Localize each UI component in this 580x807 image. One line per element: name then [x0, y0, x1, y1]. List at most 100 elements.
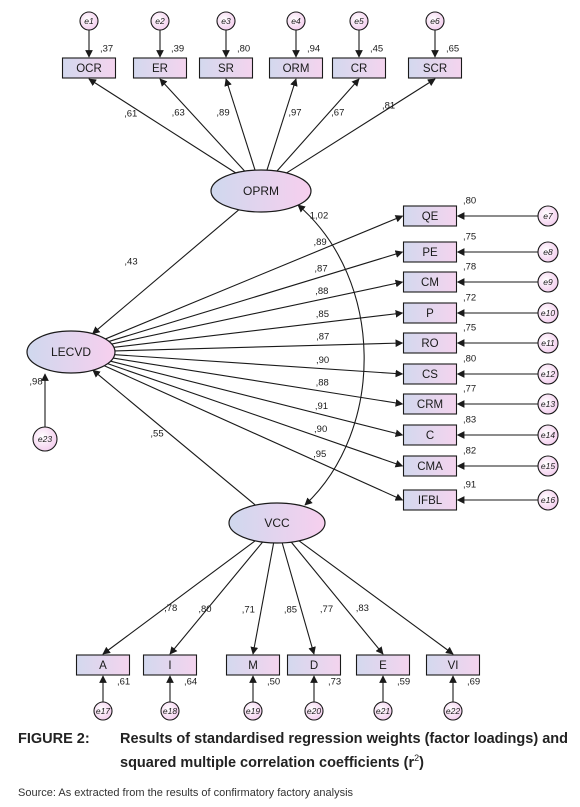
right-ind-p-box [402, 302, 458, 324]
bottom-ind-a-error [93, 701, 113, 721]
figure-label: FIGURE 2: [18, 731, 90, 747]
right-ind-pe-loading: ,87 [314, 264, 327, 275]
right-ind-pe-box [402, 241, 458, 263]
right-ind-pe-box-label: PE [422, 247, 438, 259]
right-ind-cs-loading: ,90 [316, 355, 329, 366]
right-ind-cs-box [402, 363, 458, 385]
bottom-ind-vi-loading: ,83 [356, 603, 369, 614]
right-ind-ifbl-path [104, 365, 404, 501]
top-ind-cr-box [331, 57, 387, 79]
top-ind-sr-box [198, 57, 254, 79]
bottom-ind-m-loading: ,71 [242, 604, 255, 615]
right-ind-p-path [113, 309, 404, 348]
top-ind-scr-path [286, 78, 436, 174]
bottom-ind-i-box [142, 654, 198, 676]
right-ind-ro-error [537, 332, 559, 354]
bottom-ind-m-r2: ,50 [267, 677, 280, 688]
right-ind-ifbl-r2: ,91 [463, 480, 476, 491]
right-ind-c-box-label: C [426, 430, 434, 442]
right-ind-pe-r2: ,75 [463, 232, 476, 243]
top-ind-er-box [132, 57, 188, 79]
top-ind-er-error-label: e2 [155, 16, 165, 26]
latent-vcc-label: VCC [264, 516, 290, 530]
bottom-ind-m-error [243, 701, 263, 721]
top-ind-er-error [150, 11, 170, 31]
right-ind-crm-error [537, 393, 559, 415]
latent-vcc [228, 502, 326, 544]
bottom-ind-i-loading: ,80 [198, 604, 211, 615]
right-ind-cs-path [114, 354, 404, 378]
bottom-ind-d-box [286, 654, 342, 676]
right-ind-qe-error [537, 205, 559, 227]
right-ind-cs-error-label: e12 [541, 369, 555, 379]
top-ind-ocr-error-label: e1 [84, 16, 94, 26]
right-ind-cma-path [107, 363, 404, 468]
bottom-ind-vi-error [443, 701, 463, 721]
lecvd-r2: ,98 [29, 377, 42, 388]
bottom-ind-e-r2: ,59 [397, 677, 410, 688]
figure-title-superscript: 2 [414, 753, 420, 763]
right-ind-ro-error-label: e11 [541, 338, 555, 348]
latent-oprm [210, 169, 312, 213]
bottom-ind-d-path [281, 542, 316, 655]
right-ind-cs-box-label: CS [422, 369, 438, 381]
figure-title-end: ) [419, 754, 424, 771]
bottom-ind-vi-r2: ,69 [467, 677, 480, 688]
top-ind-er-box-label: ER [152, 63, 168, 75]
right-ind-cs-r2: ,80 [463, 354, 476, 365]
top-ind-scr-box-label: SCR [423, 63, 447, 75]
right-ind-c-path [110, 360, 404, 438]
top-ind-ocr-r2: ,37 [100, 44, 113, 55]
bottom-ind-a-box-label: A [99, 660, 107, 672]
bottom-ind-d-loading: ,85 [284, 604, 297, 615]
bottom-ind-e-error [373, 701, 393, 721]
right-ind-pe-error [537, 241, 559, 263]
top-ind-ocr-box-label: OCR [76, 63, 102, 75]
bottom-ind-a-r2: ,61 [117, 677, 130, 688]
right-ind-ro-r2: ,75 [463, 323, 476, 334]
top-ind-ocr-path [88, 78, 236, 174]
right-ind-ifbl-box [402, 489, 458, 511]
top-ind-orm-error-label: e4 [291, 16, 301, 26]
right-ind-p-error [537, 302, 559, 324]
right-ind-ro-loading: ,87 [316, 332, 329, 343]
bottom-ind-vi-box [425, 654, 481, 676]
top-ind-cr-loading: ,67 [331, 108, 344, 119]
oprm-to-lecvd-coefficient: ,43 [124, 257, 137, 268]
top-ind-scr-error [425, 11, 445, 31]
latent-oprm-label: OPRM [243, 184, 279, 198]
bottom-ind-d-error [304, 701, 324, 721]
figure-title: Results of standardised regression weigh… [120, 730, 580, 773]
right-ind-cs-error [537, 363, 559, 385]
oprm-vcc-covariance-value: 1,02 [310, 211, 329, 222]
top-ind-cr-error [349, 11, 369, 31]
bottom-ind-a-path [102, 540, 256, 655]
bottom-ind-e-box [355, 654, 411, 676]
right-ind-c-r2: ,83 [463, 415, 476, 426]
top-ind-ocr-loading: ,61 [124, 108, 137, 119]
bottom-ind-i-box-label: I [168, 660, 171, 672]
top-ind-scr-error-label: e6 [430, 16, 440, 26]
bottom-ind-m-box-label: M [248, 660, 258, 672]
bottom-ind-m-path [250, 542, 275, 655]
top-ind-sr-error [216, 11, 236, 31]
top-ind-sr-box-label: SR [218, 63, 234, 75]
right-ind-cm-error [537, 271, 559, 293]
right-ind-p-error-label: e10 [541, 308, 555, 318]
vcc-to-lecvd-coefficient: ,55 [150, 429, 163, 440]
right-ind-cma-r2: ,82 [463, 446, 476, 457]
right-ind-p-r2: ,72 [463, 293, 476, 304]
right-ind-ifbl-error-label: e16 [541, 495, 555, 505]
bottom-ind-i-path [169, 541, 264, 655]
right-ind-qe-r2: ,80 [463, 196, 476, 207]
bottom-ind-d-box-label: D [310, 660, 318, 672]
right-ind-cma-error [537, 455, 559, 477]
right-ind-crm-box [402, 393, 458, 415]
top-ind-sr-r2: ,80 [237, 44, 250, 55]
figure-source: Source: As extracted from the results of… [18, 787, 354, 799]
right-ind-pe-path [108, 250, 404, 342]
lecvd-error-label: e23 [38, 434, 52, 444]
right-ind-crm-error-label: e13 [541, 399, 555, 409]
top-ind-er-path [159, 78, 246, 172]
right-ind-cm-loading: ,88 [315, 286, 328, 297]
